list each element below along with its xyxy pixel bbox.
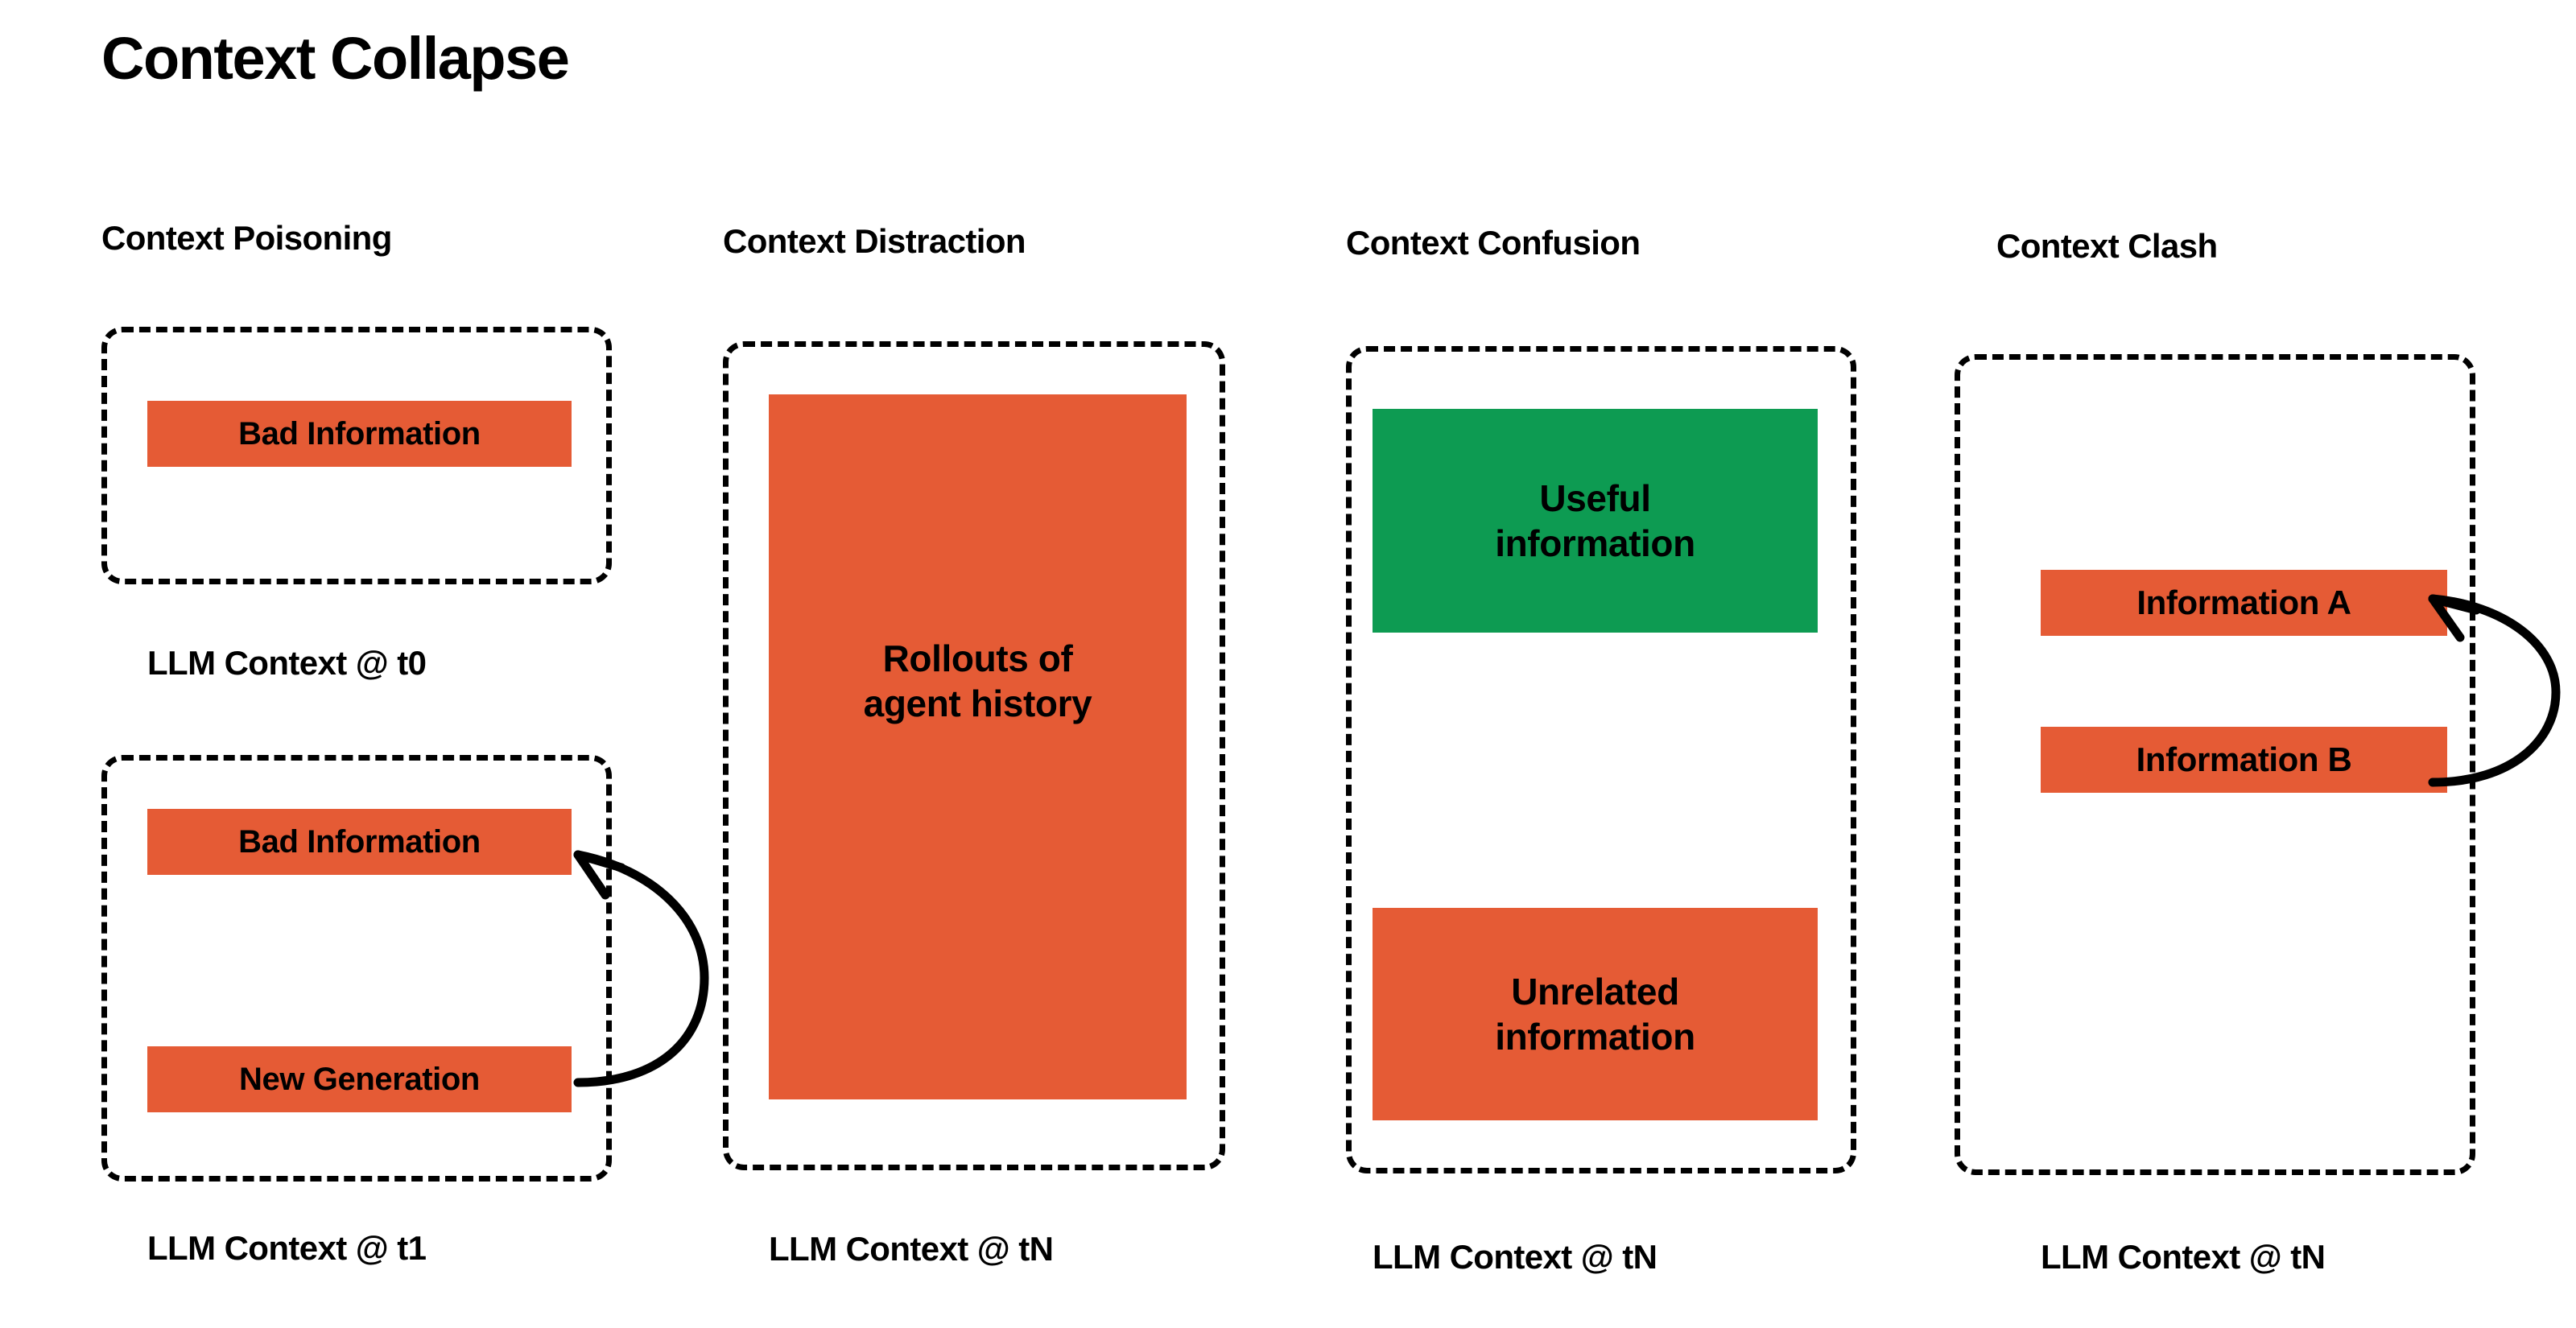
caption-llm-context-t1: LLM Context @ t1 bbox=[147, 1229, 427, 1267]
page-title: Context Collapse bbox=[101, 25, 570, 92]
column-heading-context-poisoning: Context Poisoning bbox=[101, 219, 392, 257]
block-information-b: Information B bbox=[2041, 727, 2447, 793]
caption-llm-context-distraction-tN: LLM Context @ tN bbox=[769, 1230, 1054, 1268]
caption-llm-context-clash-tN: LLM Context @ tN bbox=[2041, 1238, 2326, 1276]
block-information-a: Information A bbox=[2041, 570, 2447, 636]
block-unrelated-information: Unrelated information bbox=[1373, 908, 1818, 1120]
caption-llm-context-t0: LLM Context @ t0 bbox=[147, 644, 427, 682]
column-heading-context-clash: Context Clash bbox=[1996, 227, 2218, 265]
column-heading-context-distraction: Context Distraction bbox=[723, 222, 1026, 260]
block-useful-information: Useful information bbox=[1373, 409, 1818, 633]
block-bad-information-t0: Bad Information bbox=[147, 401, 572, 467]
block-new-generation-t1: New Generation bbox=[147, 1046, 572, 1112]
block-rollouts-of-agent-history: Rollouts of agent history bbox=[769, 394, 1187, 1099]
context-frame-confusion-tN bbox=[1346, 346, 1856, 1173]
context-frame-distraction-tN bbox=[723, 341, 1225, 1170]
caption-llm-context-confusion-tN: LLM Context @ tN bbox=[1373, 1238, 1657, 1276]
column-heading-context-confusion: Context Confusion bbox=[1346, 224, 1641, 262]
context-frame-poisoning-t0 bbox=[101, 327, 612, 584]
block-bad-information-t1: Bad Information bbox=[147, 809, 572, 875]
